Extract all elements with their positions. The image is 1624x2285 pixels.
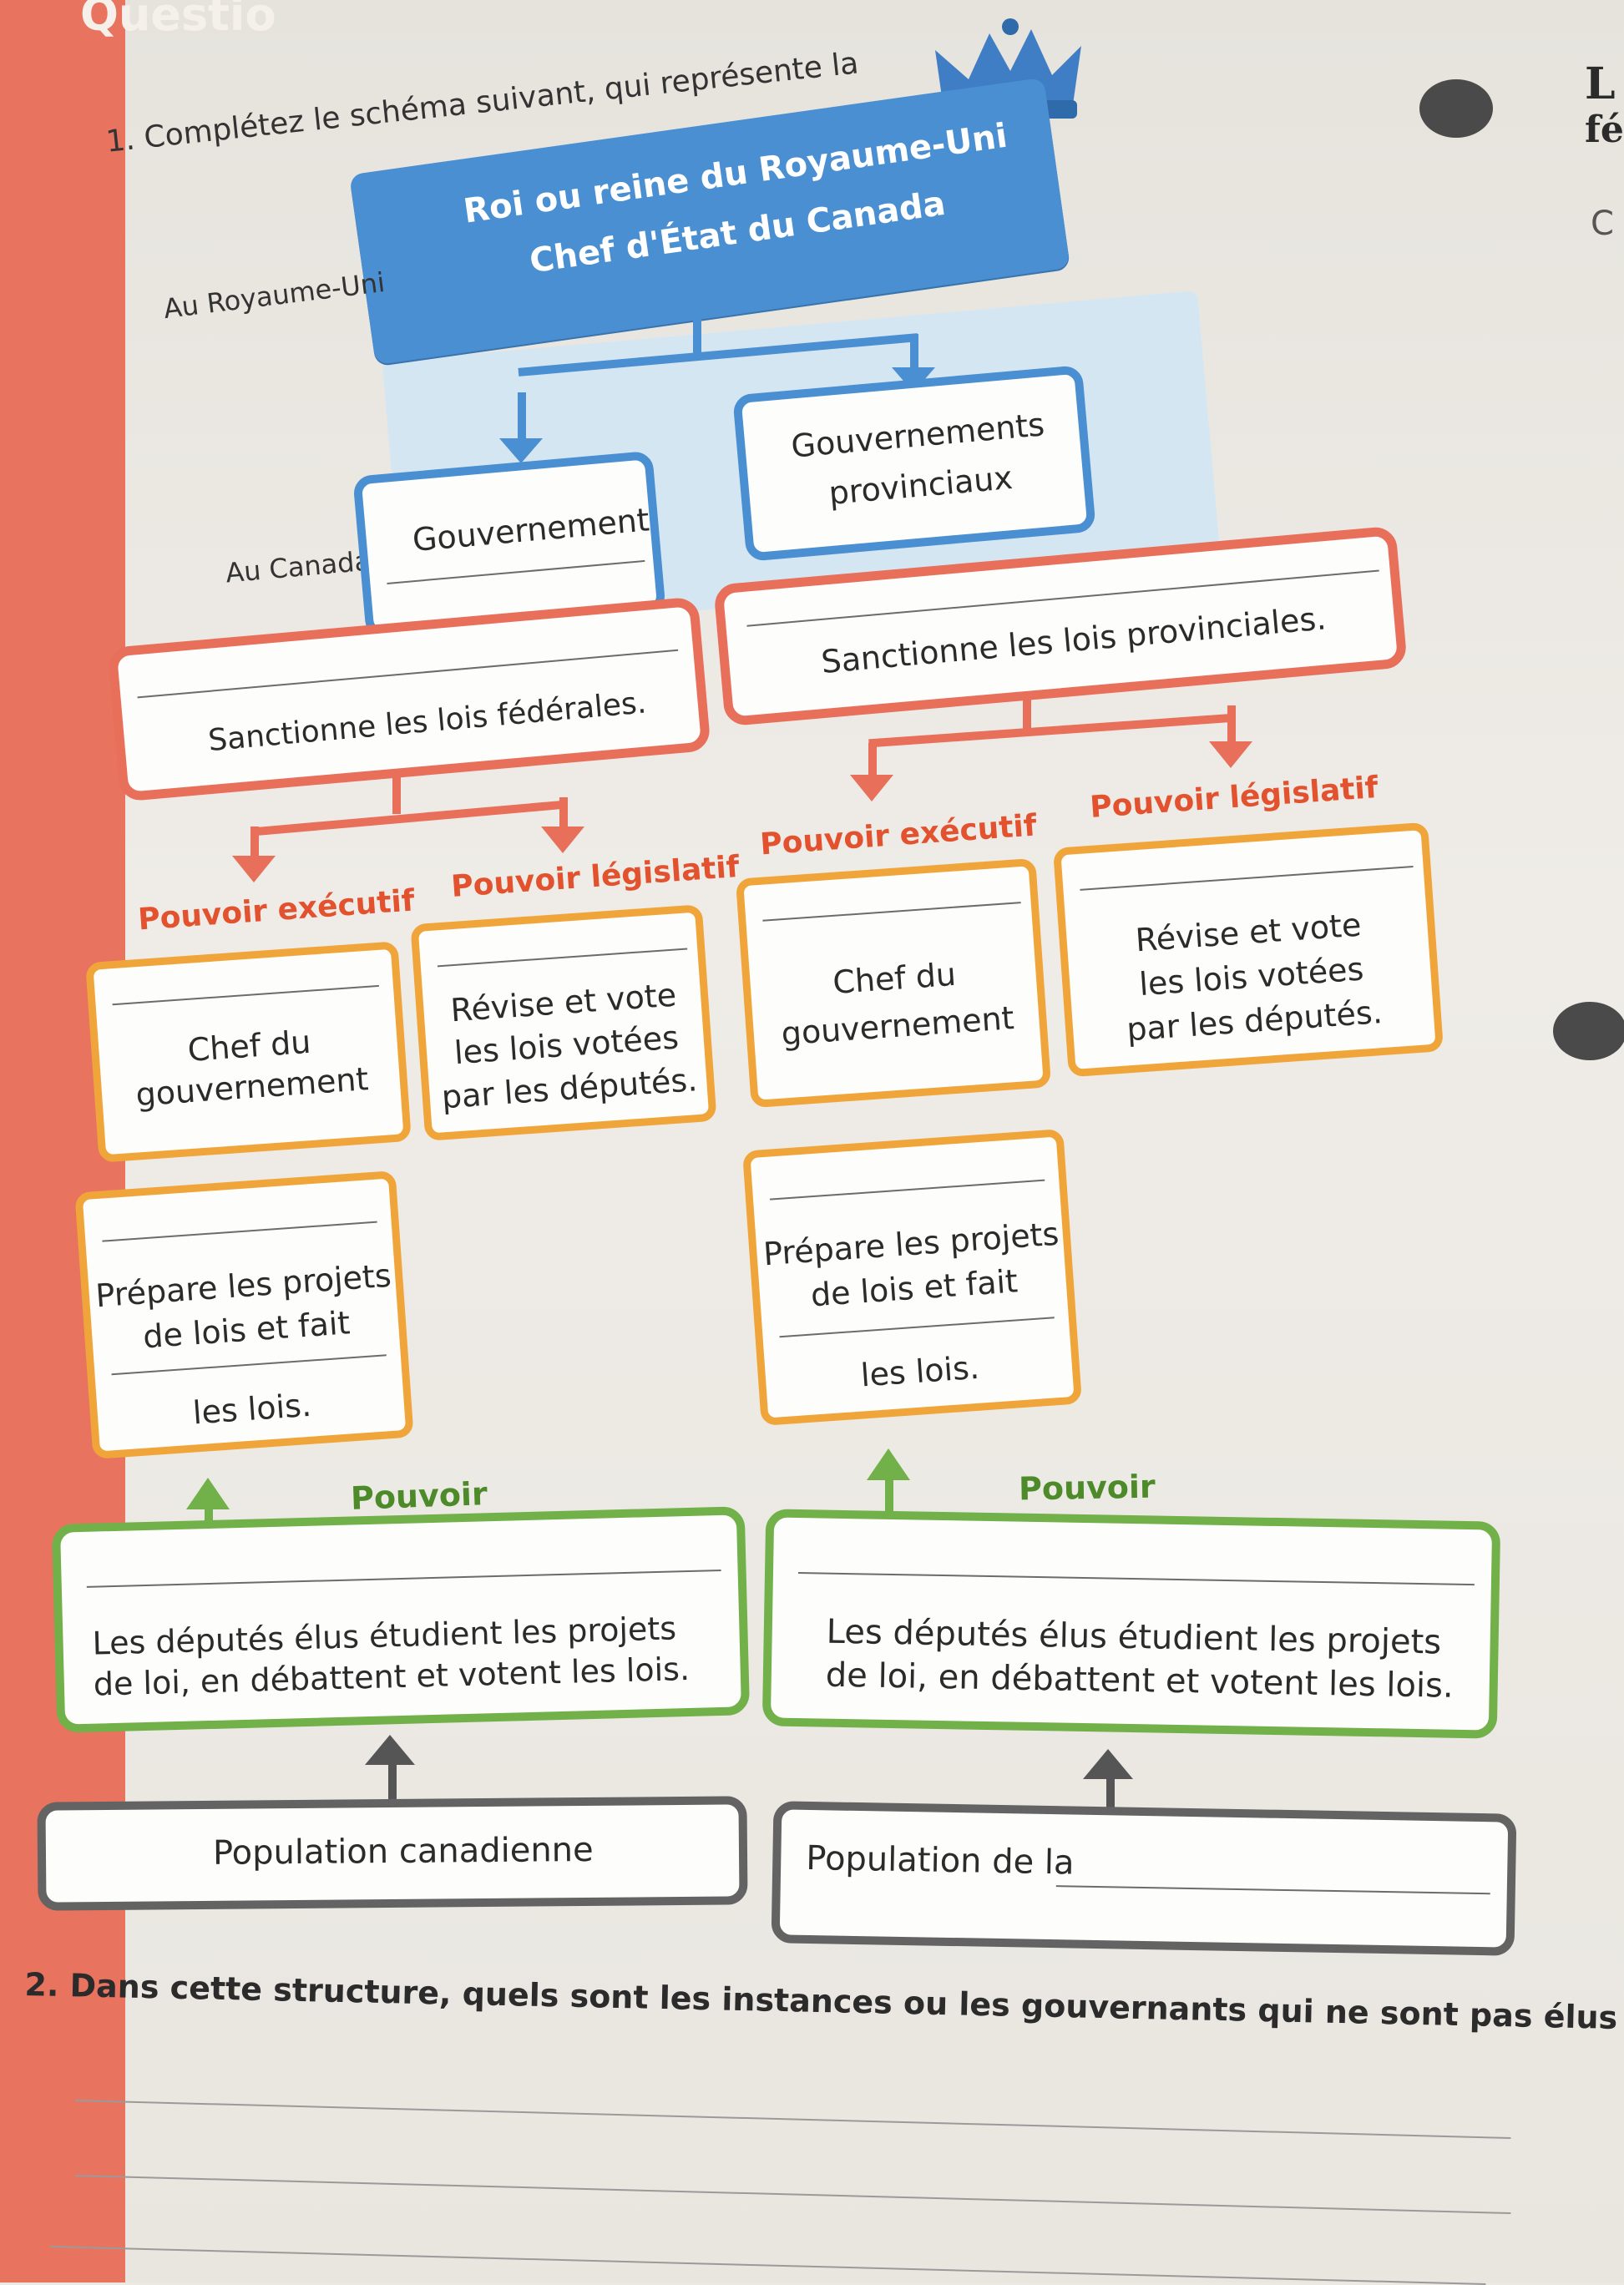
federal-cabinet-text-end: les lois. <box>191 1386 313 1432</box>
answer-blank[interactable] <box>387 559 645 584</box>
connector <box>392 772 401 814</box>
answer-blank[interactable] <box>797 1572 1475 1586</box>
connector <box>868 743 877 776</box>
arrow-down-icon <box>1209 741 1252 768</box>
answer-blank[interactable] <box>1080 865 1414 891</box>
answer-blank[interactable] <box>86 1569 721 1588</box>
arrow-down-icon <box>541 827 584 853</box>
connector <box>388 1762 397 1803</box>
answer-blank[interactable] <box>770 1179 1045 1201</box>
federal-representative-text: Sanctionne les lois fédérales. <box>206 685 648 759</box>
connector <box>518 392 526 442</box>
arrow-up-icon <box>867 1448 910 1480</box>
connector <box>1227 705 1236 743</box>
federal-legislative-power-label: Pouvoir <box>350 1475 488 1517</box>
arrow-down-icon <box>499 438 543 463</box>
connector <box>910 334 918 376</box>
provincial-government-line1: Gouvernements <box>789 406 1046 465</box>
side-letter: L <box>1585 58 1616 109</box>
federal-government-label: Gouvernement <box>411 501 651 559</box>
canadian-population-box: Population canadienne <box>37 1796 748 1911</box>
connector <box>250 827 259 860</box>
binder-hole <box>1553 1002 1624 1060</box>
provincial-legislative-power-label: Pouvoir <box>1018 1468 1156 1508</box>
connector <box>1023 693 1031 730</box>
answer-blank[interactable] <box>1055 1885 1490 1895</box>
arrow-up-icon <box>186 1478 230 1509</box>
arrow-down-icon <box>232 856 276 882</box>
side-letter: fé <box>1585 109 1624 151</box>
provincial-cabinet-text-end: les lois. <box>859 1348 981 1394</box>
arrow-down-icon <box>850 775 893 801</box>
section-title: Questio <box>80 0 276 41</box>
canadian-population-text: Population canadienne <box>212 1830 594 1873</box>
arrow-up-icon <box>365 1735 415 1765</box>
provincial-government-box: Gouvernements provinciaux <box>732 365 1096 562</box>
binder-hole <box>1419 79 1493 138</box>
side-letter: C <box>1591 205 1614 243</box>
provincial-population-box: Population de la <box>771 1801 1517 1956</box>
answer-blank[interactable] <box>762 902 1021 922</box>
answer-blank[interactable] <box>437 948 688 968</box>
connector <box>559 797 568 831</box>
arrow-up-icon <box>1083 1749 1133 1779</box>
provincial-population-text: Population de la <box>805 1838 1075 1883</box>
connector <box>693 309 701 359</box>
provincial-government-line2: provinciaux <box>827 458 1014 512</box>
answer-blank[interactable] <box>112 984 379 1006</box>
connector <box>885 1478 893 1524</box>
answer-blank[interactable] <box>102 1221 377 1242</box>
connector <box>1106 1778 1115 1816</box>
answer-blank[interactable] <box>779 1317 1055 1338</box>
